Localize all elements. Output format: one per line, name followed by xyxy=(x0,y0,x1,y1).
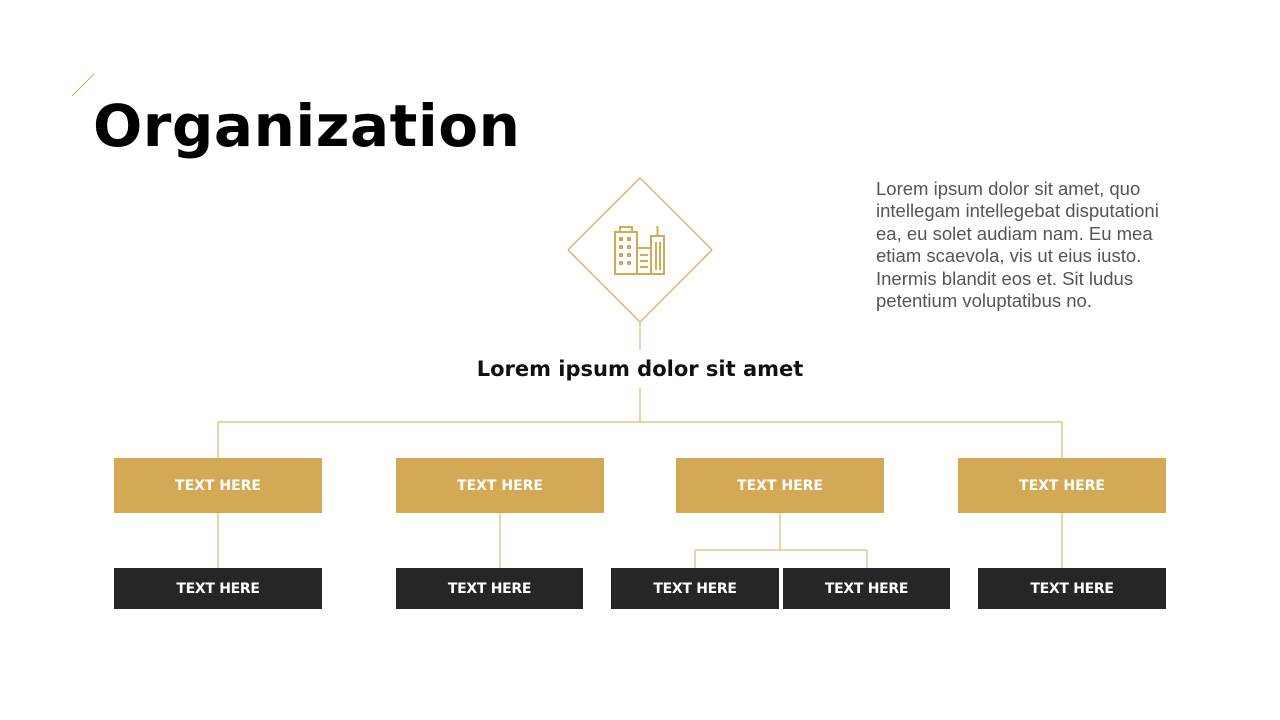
description-text: Lorem ipsum dolor sit amet, quo intelleg… xyxy=(876,178,1159,312)
decorative-line xyxy=(71,73,95,97)
level1-box: TEXT HERE xyxy=(396,458,604,513)
level1-box: TEXT HERE xyxy=(114,458,322,513)
level2-box: TEXT HERE xyxy=(783,568,950,609)
level1-box: TEXT HERE xyxy=(676,458,884,513)
level1-box: TEXT HERE xyxy=(958,458,1166,513)
level2-box: TEXT HERE xyxy=(978,568,1166,609)
page-title: Organization xyxy=(93,92,521,160)
building-icon xyxy=(614,226,665,275)
level2-box: TEXT HERE xyxy=(611,568,779,609)
level2-box: TEXT HERE xyxy=(396,568,583,609)
level2-box: TEXT HERE xyxy=(114,568,322,609)
org-root-label: Lorem ipsum dolor sit amet xyxy=(476,357,804,381)
